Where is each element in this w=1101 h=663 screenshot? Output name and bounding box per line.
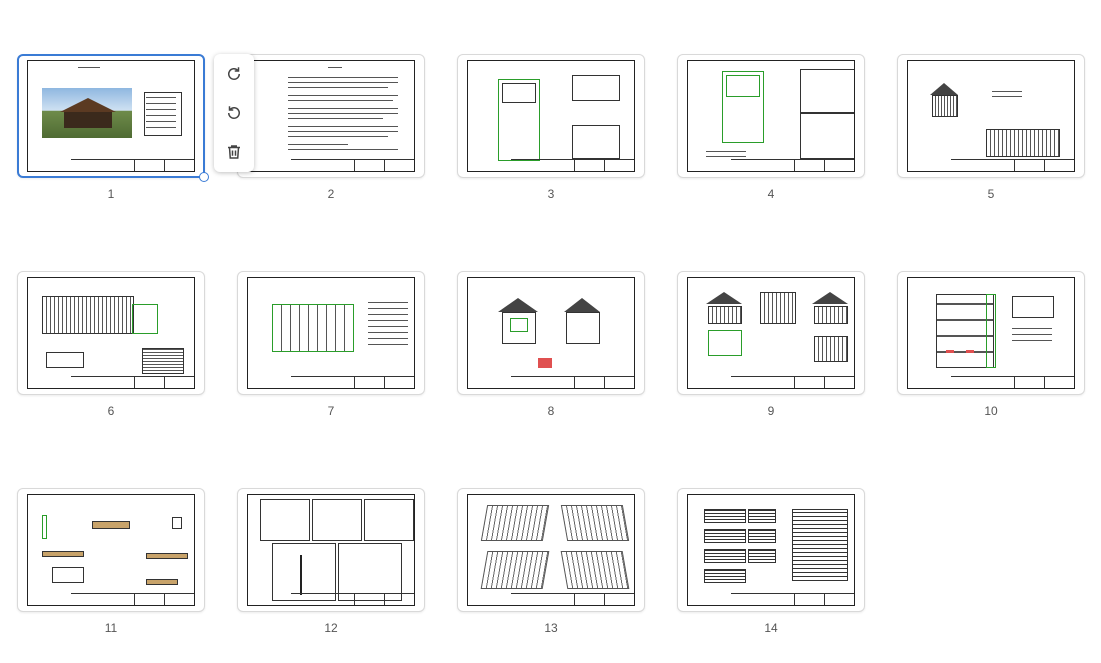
- page-thumbnail-12[interactable]: [237, 488, 425, 612]
- page-thumbnail-4[interactable]: [677, 54, 865, 178]
- page-number: 11: [104, 621, 118, 635]
- page-preview-material-list: [687, 494, 855, 606]
- trash-icon: [228, 145, 240, 160]
- page-preview-framing-plan: [247, 277, 415, 389]
- page-preview-wall-sections: [467, 277, 635, 389]
- page-thumbnail-14[interactable]: [677, 488, 865, 612]
- page-thumbnail-6[interactable]: [17, 271, 205, 395]
- page-thumbnail-1[interactable]: [17, 54, 205, 178]
- page-preview-lumber-details: [27, 494, 195, 606]
- page-number: 8: [547, 404, 555, 418]
- page-thumbnail-2[interactable]: [237, 54, 425, 178]
- page-number: 7: [327, 404, 335, 418]
- page-preview-foundation-plan: [467, 60, 635, 172]
- page-preview-wall-framing: [687, 277, 855, 389]
- page-number: 12: [324, 621, 338, 635]
- page-thumbnail-3[interactable]: [457, 54, 645, 178]
- page-number: 14: [764, 621, 778, 635]
- page-preview-side-elevation: [27, 277, 195, 389]
- page-number: 5: [987, 187, 995, 201]
- page-number: 9: [767, 404, 775, 418]
- rotate-counterclockwise-icon: [228, 106, 240, 119]
- page-number: 3: [547, 187, 555, 201]
- page-thumbnail-7[interactable]: [237, 271, 425, 395]
- page-preview-elevations: [907, 60, 1075, 172]
- page-number: 4: [767, 187, 775, 201]
- page-number: 6: [107, 404, 115, 418]
- page-number: 1: [107, 187, 115, 201]
- page-preview-connection-details: [247, 494, 415, 606]
- page-preview-slab-details: [687, 60, 855, 172]
- page-preview-text: [247, 60, 415, 172]
- page-actions-toolbar: [214, 54, 254, 172]
- rotate-counterclockwise-button[interactable]: [221, 100, 247, 126]
- page-thumbnail-10[interactable]: [897, 271, 1085, 395]
- page-preview-cover: [27, 60, 195, 172]
- page-preview-3d-views: [467, 494, 635, 606]
- page-thumbnail-11[interactable]: [17, 488, 205, 612]
- page-preview-roof-framing: [907, 277, 1075, 389]
- rotate-clockwise-button[interactable]: [221, 61, 247, 87]
- page-number: 10: [984, 404, 998, 418]
- page-thumbnail-8[interactable]: [457, 271, 645, 395]
- page-thumbnail-9[interactable]: [677, 271, 865, 395]
- page-number: 2: [327, 187, 335, 201]
- page-number: 13: [544, 621, 558, 635]
- cover-photo: [42, 88, 132, 138]
- delete-page-button[interactable]: [221, 139, 247, 165]
- rotate-clockwise-icon: [228, 66, 240, 80]
- page-thumbnail-13[interactable]: [457, 488, 645, 612]
- page-thumbnail-5[interactable]: [897, 54, 1085, 178]
- resize-handle[interactable]: [199, 172, 209, 182]
